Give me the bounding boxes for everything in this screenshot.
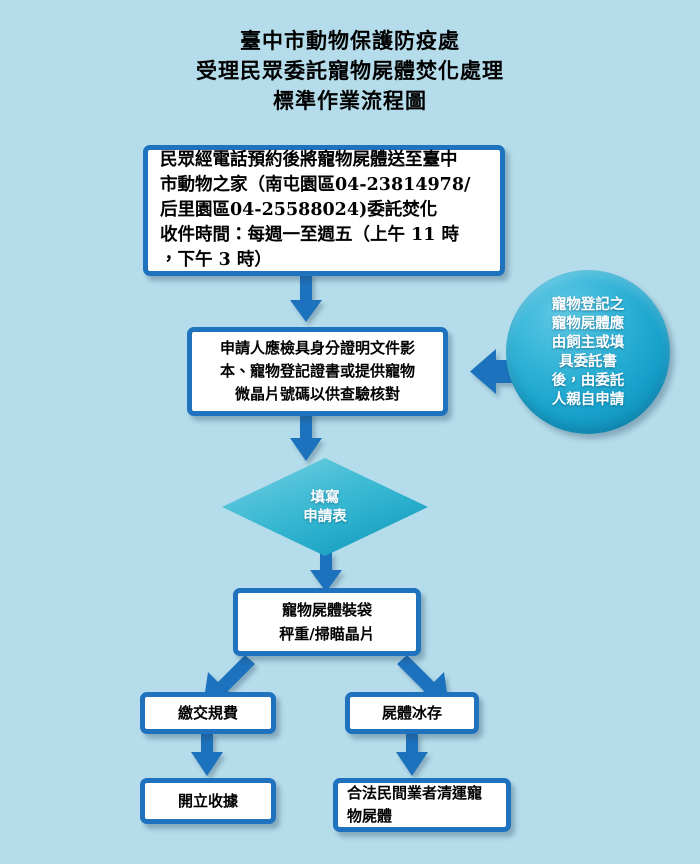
page-title: 臺中市動物保護防疫處 受理民眾委託寵物屍體焚化處理 標準作業流程圖 bbox=[0, 26, 700, 116]
node-bagging[interactable]: 寵物屍體裝袋 秤重/掃瞄晶片 bbox=[233, 588, 421, 656]
node-intake-line-2: 市動物之家（南屯園區04-23814978/ bbox=[160, 175, 471, 195]
title-line-1: 臺中市動物保護防疫處 bbox=[240, 28, 460, 53]
node-form-line-2: 申請表 bbox=[303, 508, 347, 525]
node-note-line-6: 人親自申請 bbox=[551, 391, 625, 408]
connector-documents-to-form bbox=[290, 412, 322, 461]
node-intake[interactable]: 民眾經電話預約後將寵物屍體送至臺中 市動物之家（南屯園區04-23814978/… bbox=[143, 145, 505, 276]
connector-intake-to-documents bbox=[290, 272, 322, 322]
node-freeze-line-1: 屍體冰存 bbox=[381, 704, 442, 722]
connector-form-to-bagging bbox=[310, 552, 342, 592]
node-intake-line-5: ，下午 3 時） bbox=[160, 250, 272, 270]
node-note-circle[interactable]: 寵物登記之 寵物屍體應 由飼主或填 具委託書 後，由委託 人親自申請 bbox=[506, 270, 670, 434]
node-fee-line-1: 繳交規費 bbox=[177, 704, 238, 722]
node-documents-line-3: 微晶片號碼以供查驗核對 bbox=[234, 385, 400, 403]
node-bagging-line-1: 寵物屍體裝袋 bbox=[281, 601, 372, 619]
node-bagging-line-2: 秤重/掃瞄晶片 bbox=[279, 625, 375, 643]
node-intake-line-4: 收件時間：每週一至週五（上午 11 時 bbox=[160, 225, 460, 245]
title-line-2: 受理民眾委託寵物屍體焚化處理 bbox=[196, 58, 504, 83]
node-documents-line-2: 本、寵物登記證書或提供寵物 bbox=[219, 362, 415, 380]
node-documents[interactable]: 申請人應檢具身分證明文件影 本、寵物登記證書或提供寵物 微晶片號碼以供查驗核對 bbox=[187, 327, 448, 416]
node-intake-line-3: 后里園區04-25588024)委託焚化 bbox=[160, 200, 438, 220]
node-documents-line-1: 申請人應檢具身分證明文件影 bbox=[219, 339, 415, 357]
connector-freeze-to-disposal bbox=[396, 732, 428, 776]
connector-fee-to-receipt bbox=[191, 732, 223, 776]
node-note-line-1: 寵物登記之 bbox=[551, 296, 625, 313]
node-freeze[interactable]: 屍體冰存 bbox=[345, 692, 479, 734]
node-note-line-3: 由飼主或填 bbox=[551, 334, 625, 351]
node-disposal-line-2: 物屍體 bbox=[347, 807, 393, 825]
title-line-3: 標準作業流程圖 bbox=[273, 88, 427, 113]
node-note-line-4: 具委託書 bbox=[559, 353, 617, 370]
node-note-line-5: 後，由委託 bbox=[551, 372, 625, 389]
node-form-label: 填寫 申請表 bbox=[222, 458, 428, 556]
node-disposal-line-1: 合法民間業者清運寵 bbox=[347, 784, 483, 802]
node-intake-line-1: 民眾經電話預約後將寵物屍體送至臺中 bbox=[160, 150, 458, 170]
node-fee[interactable]: 繳交規費 bbox=[140, 692, 276, 734]
node-form-decision[interactable]: 填寫 申請表 bbox=[222, 458, 428, 556]
node-receipt[interactable]: 開立收據 bbox=[140, 778, 276, 824]
node-receipt-line-1: 開立收據 bbox=[177, 792, 238, 810]
node-form-line-1: 填寫 bbox=[310, 489, 340, 506]
node-disposal[interactable]: 合法民間業者清運寵 物屍體 bbox=[333, 778, 511, 832]
node-note-line-2: 寵物屍體應 bbox=[551, 315, 625, 332]
